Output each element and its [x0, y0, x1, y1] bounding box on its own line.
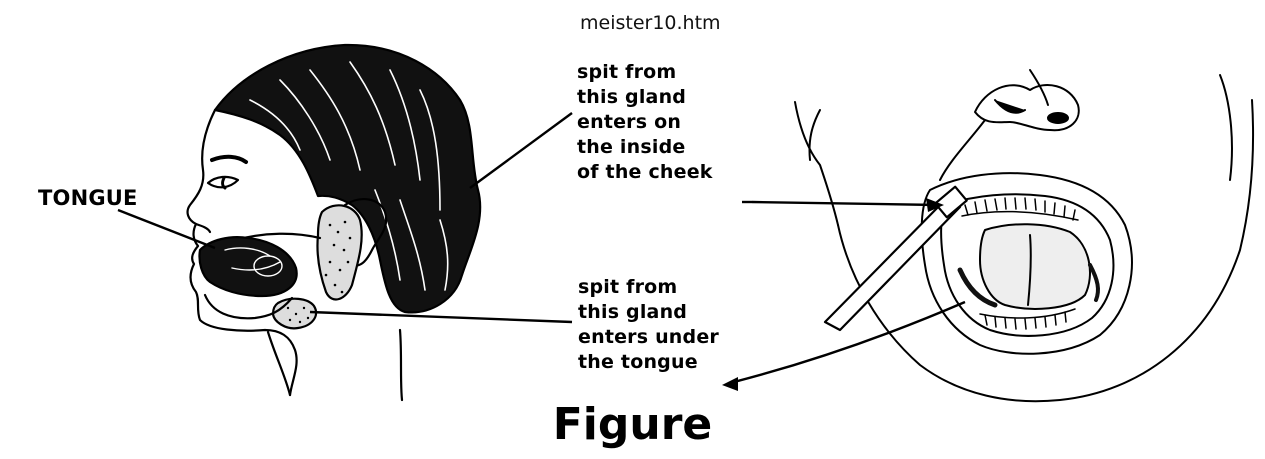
tongue-arrowhead — [722, 377, 738, 391]
figure-caption: Figure — [0, 397, 1265, 453]
lower-gland — [273, 299, 316, 329]
open-mouth-drawing — [795, 70, 1253, 401]
tongue-label: TONGUE — [38, 186, 138, 211]
cheek-gland-leader-line — [470, 113, 572, 188]
face-outline — [795, 102, 838, 225]
tongue-pointer-line — [118, 210, 215, 248]
cheek-retractor — [825, 200, 960, 330]
head-profile-drawing — [188, 45, 481, 400]
tongue-gland-leader-line — [310, 312, 572, 322]
eyebrow — [212, 157, 246, 162]
nose — [975, 85, 1079, 130]
tongue-gland-label: spit from this gland enters under the to… — [578, 275, 719, 375]
parotid-gland — [317, 205, 361, 299]
cheek-gland-label: spit from this gland enters on the insid… — [577, 60, 713, 185]
tongue-inside — [980, 224, 1090, 309]
cheek-arrow-line — [752, 202, 938, 205]
